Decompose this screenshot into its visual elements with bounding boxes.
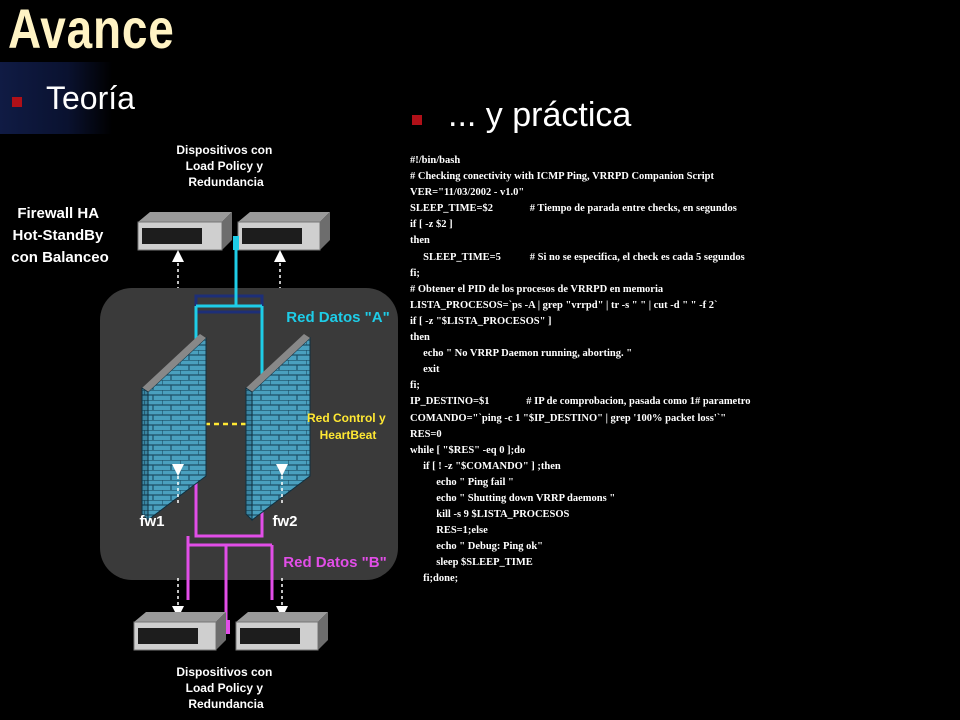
slide-title: Avance <box>8 0 175 60</box>
bullet-marker <box>412 115 422 125</box>
bottom-devices-label: Dispositivos con Load Policy y Redundanc… <box>176 665 275 711</box>
bullet-marker <box>12 97 22 107</box>
firewall-ha-diagram: Dispositivos con Load Policy y Redundanc… <box>11 143 398 711</box>
bottom-device-right <box>235 612 328 651</box>
code-line: # Checking conectivity with ICMP Ping, V… <box>410 171 715 183</box>
code-line: IP_DESTINO=$1 # IP de comprobacion, pasa… <box>410 396 751 408</box>
red-control-label: Red Control y HeartBeat <box>307 411 389 442</box>
code-line: # Obtener el PID de los procesos de VRRP… <box>410 283 664 295</box>
red-datos-a-label: Red Datos "A" <box>286 309 389 326</box>
fw1-label: fw1 <box>139 513 164 530</box>
firewall-fw1 <box>141 334 207 522</box>
code-line: if [ -z $2 ] <box>410 219 453 231</box>
code-line: echo " Shutting down VRRP daemons " <box>410 492 616 504</box>
code-line: SLEEP_TIME=5 # Si no se especifica, el c… <box>410 251 745 263</box>
code-line: echo " Debug: Ping ok" <box>410 541 543 553</box>
code-line: fi;done; <box>410 573 459 585</box>
code-line: if [ -z "$LISTA_PROCESOS" ] <box>410 315 552 327</box>
code-line: exit <box>410 364 440 376</box>
ha-label: Firewall HA Hot-StandBy con Balanceo <box>11 205 109 266</box>
code-line: RES=1;else <box>410 525 488 537</box>
code-line: fi; <box>410 267 420 279</box>
firewall-fw2 <box>245 334 311 522</box>
top-device-right <box>237 212 330 251</box>
fw2-label: fw2 <box>272 513 297 530</box>
red-datos-b-lines <box>186 430 274 600</box>
bottom-device-left <box>133 612 226 651</box>
code-line: VER="11/03/2002 - v1.0" <box>410 187 525 199</box>
vrrpd-script: #!/bin/bash # Checking conectivity with I… <box>410 153 750 588</box>
code-line: #!/bin/bash <box>410 155 461 166</box>
code-line: fi; <box>410 380 420 392</box>
top-device-left <box>137 212 232 251</box>
top-devices-label: Dispositivos con Load Policy y Redundanc… <box>176 143 275 189</box>
code-line: while [ "$RES" -eq 0 ];do <box>410 444 526 456</box>
code-line: then <box>410 235 430 247</box>
red-datos-b-label: Red Datos "B" <box>283 554 386 571</box>
code-line: RES=0 <box>410 428 442 440</box>
code-line: kill -s 9 $LISTA_PROCESOS <box>410 509 570 521</box>
code-line: echo " Ping fail " <box>410 476 514 488</box>
code-line: echo " No VRRP Daemon running, aborting.… <box>410 348 633 360</box>
bullet-teoria: Teoría <box>46 80 135 116</box>
code-line: LISTA_PROCESOS=`ps -A | grep "vrrpd" | t… <box>410 299 718 311</box>
code-line: sleep $SLEEP_TIME <box>410 557 533 569</box>
code-line: then <box>410 332 430 344</box>
bullet-practica: ... y práctica <box>448 96 632 134</box>
code-line: if [ ! -z "$COMANDO" ] ;then <box>410 460 561 472</box>
red-datos-a-lines <box>194 248 264 430</box>
code-line: COMANDO="`ping -c 1 "$IP_DESTINO" | grep… <box>410 412 727 424</box>
code-line: SLEEP_TIME=$2 # Tiempo de parada entre c… <box>410 203 737 215</box>
